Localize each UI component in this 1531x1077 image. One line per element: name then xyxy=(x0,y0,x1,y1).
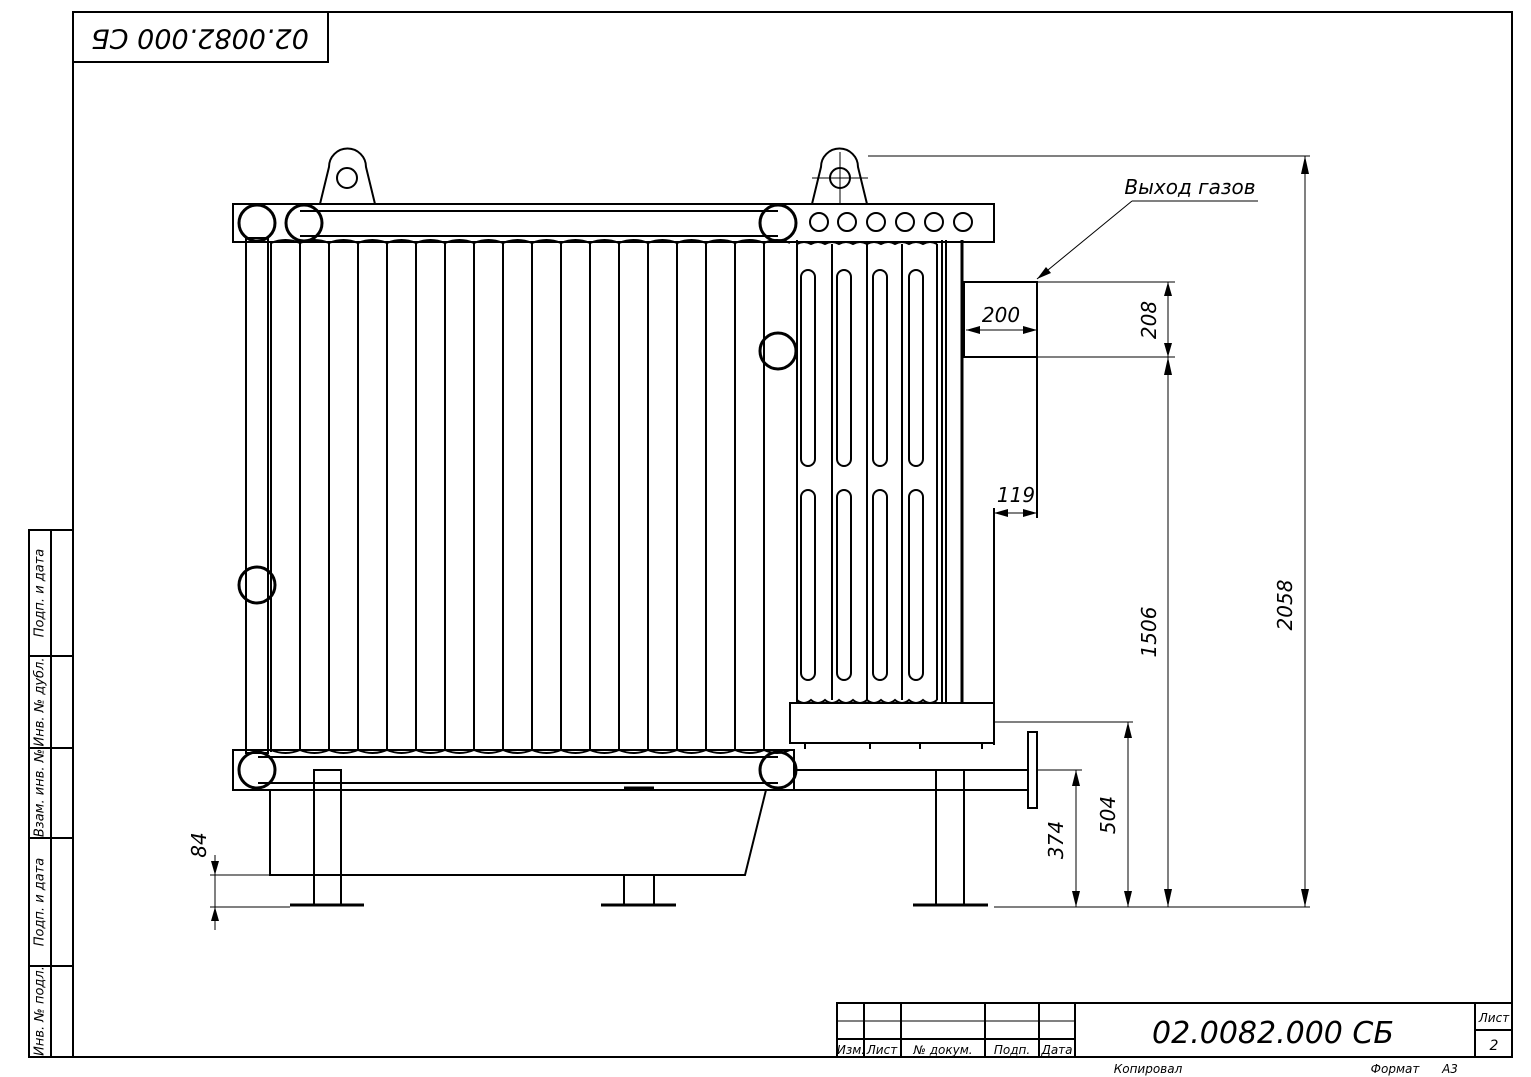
title-block: Изм. Лист № докум. Подп. Дата 02.0082.00… xyxy=(836,1002,1513,1076)
boiler-drawing xyxy=(232,147,1038,907)
tube-screen-top-edge xyxy=(270,239,791,245)
pipe-end-tr xyxy=(758,203,798,243)
pipe-end-mid-r xyxy=(758,331,798,371)
dim-208: 208 xyxy=(1137,301,1161,339)
tube-screen xyxy=(270,239,791,754)
dim-200: 200 xyxy=(982,303,1020,327)
side-field-sign-date-2: Подп. и дата xyxy=(33,858,48,947)
tb-sheet-number: 2 xyxy=(1490,1038,1499,1054)
dimensions: 2058 208 1506 200 119 504 374 84 Выход г… xyxy=(187,155,1310,930)
small-pipe-row xyxy=(809,212,973,232)
tb-copied: Копировал xyxy=(1114,1062,1183,1076)
dim-2058: 2058 xyxy=(1273,580,1297,631)
top-stamp-text: 02.0082.000 СБ xyxy=(91,23,309,54)
side-strip: Подп. и дата Инв. № дубл. Взам. инв. № П… xyxy=(28,529,74,1058)
flange xyxy=(1027,731,1038,809)
lug-hole-left xyxy=(336,167,358,189)
tb-sheet-label: Лист xyxy=(1478,1011,1510,1025)
tb-col-data: Дата xyxy=(1040,1043,1072,1057)
tb-format-label: Формат xyxy=(1371,1062,1421,1076)
pipe-end-bl xyxy=(237,750,277,790)
dim-374: 374 xyxy=(1044,821,1068,859)
leg-middle xyxy=(623,874,655,906)
lifting-lug-right xyxy=(811,147,868,205)
gas-outlet xyxy=(963,281,1038,358)
pipe-end-mid-l xyxy=(237,565,277,605)
tb-format-value: А3 xyxy=(1441,1062,1458,1076)
pipe-end-tl-1 xyxy=(237,203,277,243)
convective-section xyxy=(796,240,964,704)
dim-504: 504 xyxy=(1096,796,1120,834)
side-field-dup-inv: Инв. № дубл. xyxy=(33,658,48,747)
bottom-chamber xyxy=(789,702,995,744)
tb-col-podp: Подп. xyxy=(994,1043,1030,1057)
tb-col-doc: № докум. xyxy=(912,1043,972,1057)
lifting-lug-left xyxy=(319,147,376,205)
tube-screen-bottom-edge xyxy=(270,748,791,754)
tb-designation: 02.0082.000 СБ xyxy=(1152,1016,1394,1051)
dim-119: 119 xyxy=(997,483,1035,507)
top-stamp-box xyxy=(72,11,329,63)
side-field-replace-inv: Взам. инв. № xyxy=(33,749,48,837)
tb-col-list: Лист xyxy=(866,1043,898,1057)
side-field-orig-inv: Инв. № подл. xyxy=(33,966,48,1056)
ash-pan xyxy=(269,789,767,876)
gas-outlet-label: Выход газов xyxy=(1124,175,1255,199)
dim-1506: 1506 xyxy=(1137,607,1161,658)
dim-84: 84 xyxy=(187,832,211,857)
left-downpipe xyxy=(245,237,269,754)
sheet-frame xyxy=(72,11,1513,1058)
tb-col-izm: Изм. xyxy=(837,1043,865,1057)
pipe-end-tl-2 xyxy=(284,203,324,243)
side-field-sign-date-1: Подп. и дата xyxy=(33,549,48,638)
